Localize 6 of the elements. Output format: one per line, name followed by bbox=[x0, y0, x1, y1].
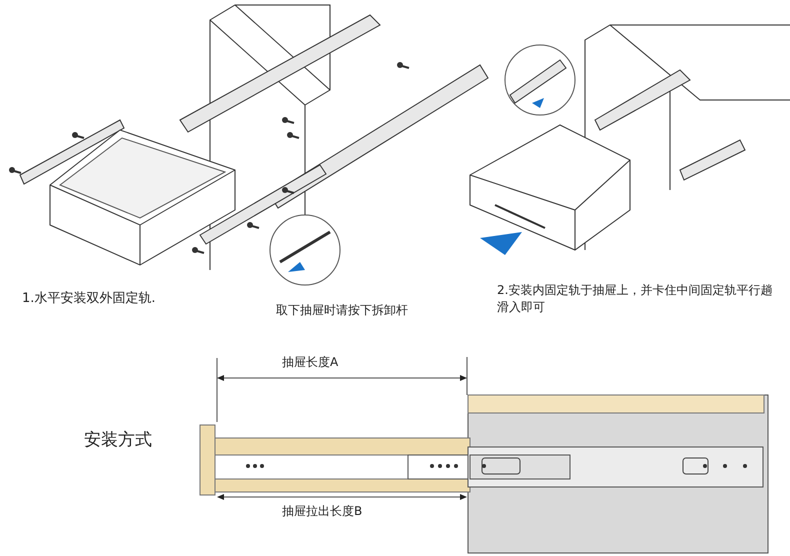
step-caption: 2.安装内固定轨于抽屉上，并卡住中间固定轨平行趟滑入即可 bbox=[497, 282, 774, 316]
dimension-label: 抽屉拉出长度B bbox=[282, 503, 364, 520]
step-caption: 1.水平安装双外固定轨. bbox=[22, 290, 157, 308]
release-note: 取下抽屉时请按下拆卸杆 bbox=[276, 302, 409, 319]
dimension-label: 抽屉长度A bbox=[282, 354, 340, 371]
section-title: 安装方式 bbox=[84, 429, 153, 452]
